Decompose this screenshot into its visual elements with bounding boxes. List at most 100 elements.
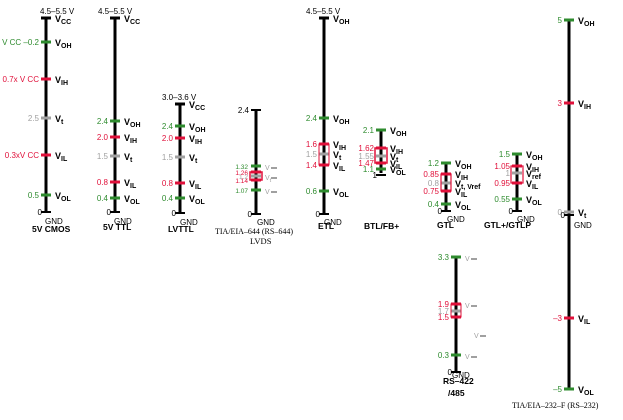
level-symbol: VOH [333, 14, 350, 26]
level-value: 0.85 [423, 170, 439, 179]
supply-range-label: 3.0–3.6 V [162, 93, 197, 102]
level-symbol: VOL [578, 385, 594, 397]
level-value: 0.95 [494, 179, 510, 188]
level-value: 3 [558, 99, 563, 108]
level-symbol: VCC [189, 100, 205, 112]
level-value: 5 [558, 16, 563, 25]
standard-name: RS–422 [443, 376, 474, 386]
level-symbol: VIL [189, 179, 202, 191]
level-symbol: VIH [333, 140, 346, 152]
level-symbol: VOL [455, 200, 471, 212]
level-value: 3.3 [438, 253, 450, 262]
gnd-label: GND [114, 217, 132, 226]
threshold-band [374, 147, 388, 164]
level-symbol: VIH [578, 99, 591, 111]
level-symbol: VIL [55, 151, 68, 163]
level-value: 1.14 [235, 178, 248, 185]
level-symbol: VIL [390, 159, 403, 171]
level-value: –3 [553, 314, 562, 323]
level-symbol: V [265, 165, 270, 172]
level-value: V CC –0.2 [2, 38, 39, 47]
level-value: 1.5 [499, 150, 511, 159]
standard-name: TIA/EIA–644 (RS–644) [215, 227, 293, 236]
level-value: 1 [373, 171, 378, 180]
standard-name: LVTTL [168, 224, 194, 234]
standard-name: 5V CMOS [32, 224, 71, 234]
supply-range-label: 4.5–5.5 V [306, 7, 341, 16]
gnd-label: GND [447, 215, 465, 224]
level-value: 1.1 [363, 165, 375, 174]
level-symbol: V [465, 354, 470, 361]
level-symbol: VOL [526, 195, 542, 207]
level-value: 1.4 [306, 161, 318, 170]
level-value: 0 [316, 210, 321, 219]
level-symbol: VCC [124, 14, 140, 26]
gnd-label: GND [517, 215, 535, 224]
level-symbol: Vt [55, 114, 64, 126]
level-value: 0 [448, 368, 453, 377]
standard-name: GTL [437, 220, 454, 230]
level-symbol: VIH [189, 134, 202, 146]
gnd-label: GND [45, 217, 63, 226]
level-value: 2.4 [97, 117, 109, 126]
level-marker [271, 191, 277, 193]
level-value: 1.9 [438, 300, 450, 309]
level-symbol: VCC [55, 14, 71, 26]
standard-name: GTL+/GTLP [484, 220, 531, 230]
standard-name: 5V TTL [103, 222, 131, 232]
threshold-band [318, 143, 330, 166]
level-value: 0.8 [97, 178, 109, 187]
level-value: 2.1 [363, 126, 375, 135]
level-symbol: Vt [333, 150, 342, 162]
level-value: 1.7 [438, 307, 450, 316]
level-symbol: Vt [265, 175, 272, 184]
level-value: 1.5 [97, 152, 109, 161]
level-symbol: Vt [578, 208, 587, 220]
level-symbol: VIL [455, 187, 468, 199]
level-marker [471, 356, 477, 358]
level-value: 1.5 [162, 153, 174, 162]
level-value: 1.5 [438, 313, 450, 322]
level-symbol: VIH [390, 144, 403, 156]
level-symbol: V [465, 256, 470, 263]
level-value: 0.3 [438, 351, 450, 360]
level-value: 0 [558, 208, 563, 217]
level-symbol: VIH [55, 75, 68, 87]
level-value: 0 [248, 210, 253, 219]
level-value: 2.4 [238, 106, 250, 115]
level-value: 0.4 [162, 194, 174, 203]
level-symbol: VOH [333, 114, 350, 126]
level-value: 0 [38, 208, 43, 217]
level-marker [480, 335, 486, 337]
level-value: 0 [107, 208, 112, 217]
level-value: 0.55 [494, 195, 510, 204]
level-value: 1 [506, 169, 511, 178]
level-value: 1.26 [235, 170, 248, 177]
level-symbol: VIH [455, 170, 468, 182]
threshold-band [450, 303, 462, 318]
level-symbol: VOH [124, 117, 141, 129]
level-value: 1.62 [358, 144, 374, 153]
level-value: 1.55 [358, 152, 374, 161]
level-value: 0 [438, 207, 443, 216]
level-value: 1.2 [239, 174, 248, 181]
level-value: 0.3xV CC [5, 151, 39, 160]
level-value: 0.8 [428, 179, 440, 188]
standard-name-line2: /485 [448, 388, 465, 398]
level-symbol: VIL [333, 161, 346, 173]
level-marker [471, 258, 477, 260]
level-symbol: Vt [189, 153, 198, 165]
level-value: 0.8 [162, 179, 174, 188]
level-value: 2.4 [162, 122, 174, 131]
level-symbol: VIH [526, 162, 539, 174]
level-symbol: VOH [578, 16, 595, 28]
standard-name: BTL/FB+ [364, 221, 399, 231]
threshold-band [249, 171, 263, 181]
